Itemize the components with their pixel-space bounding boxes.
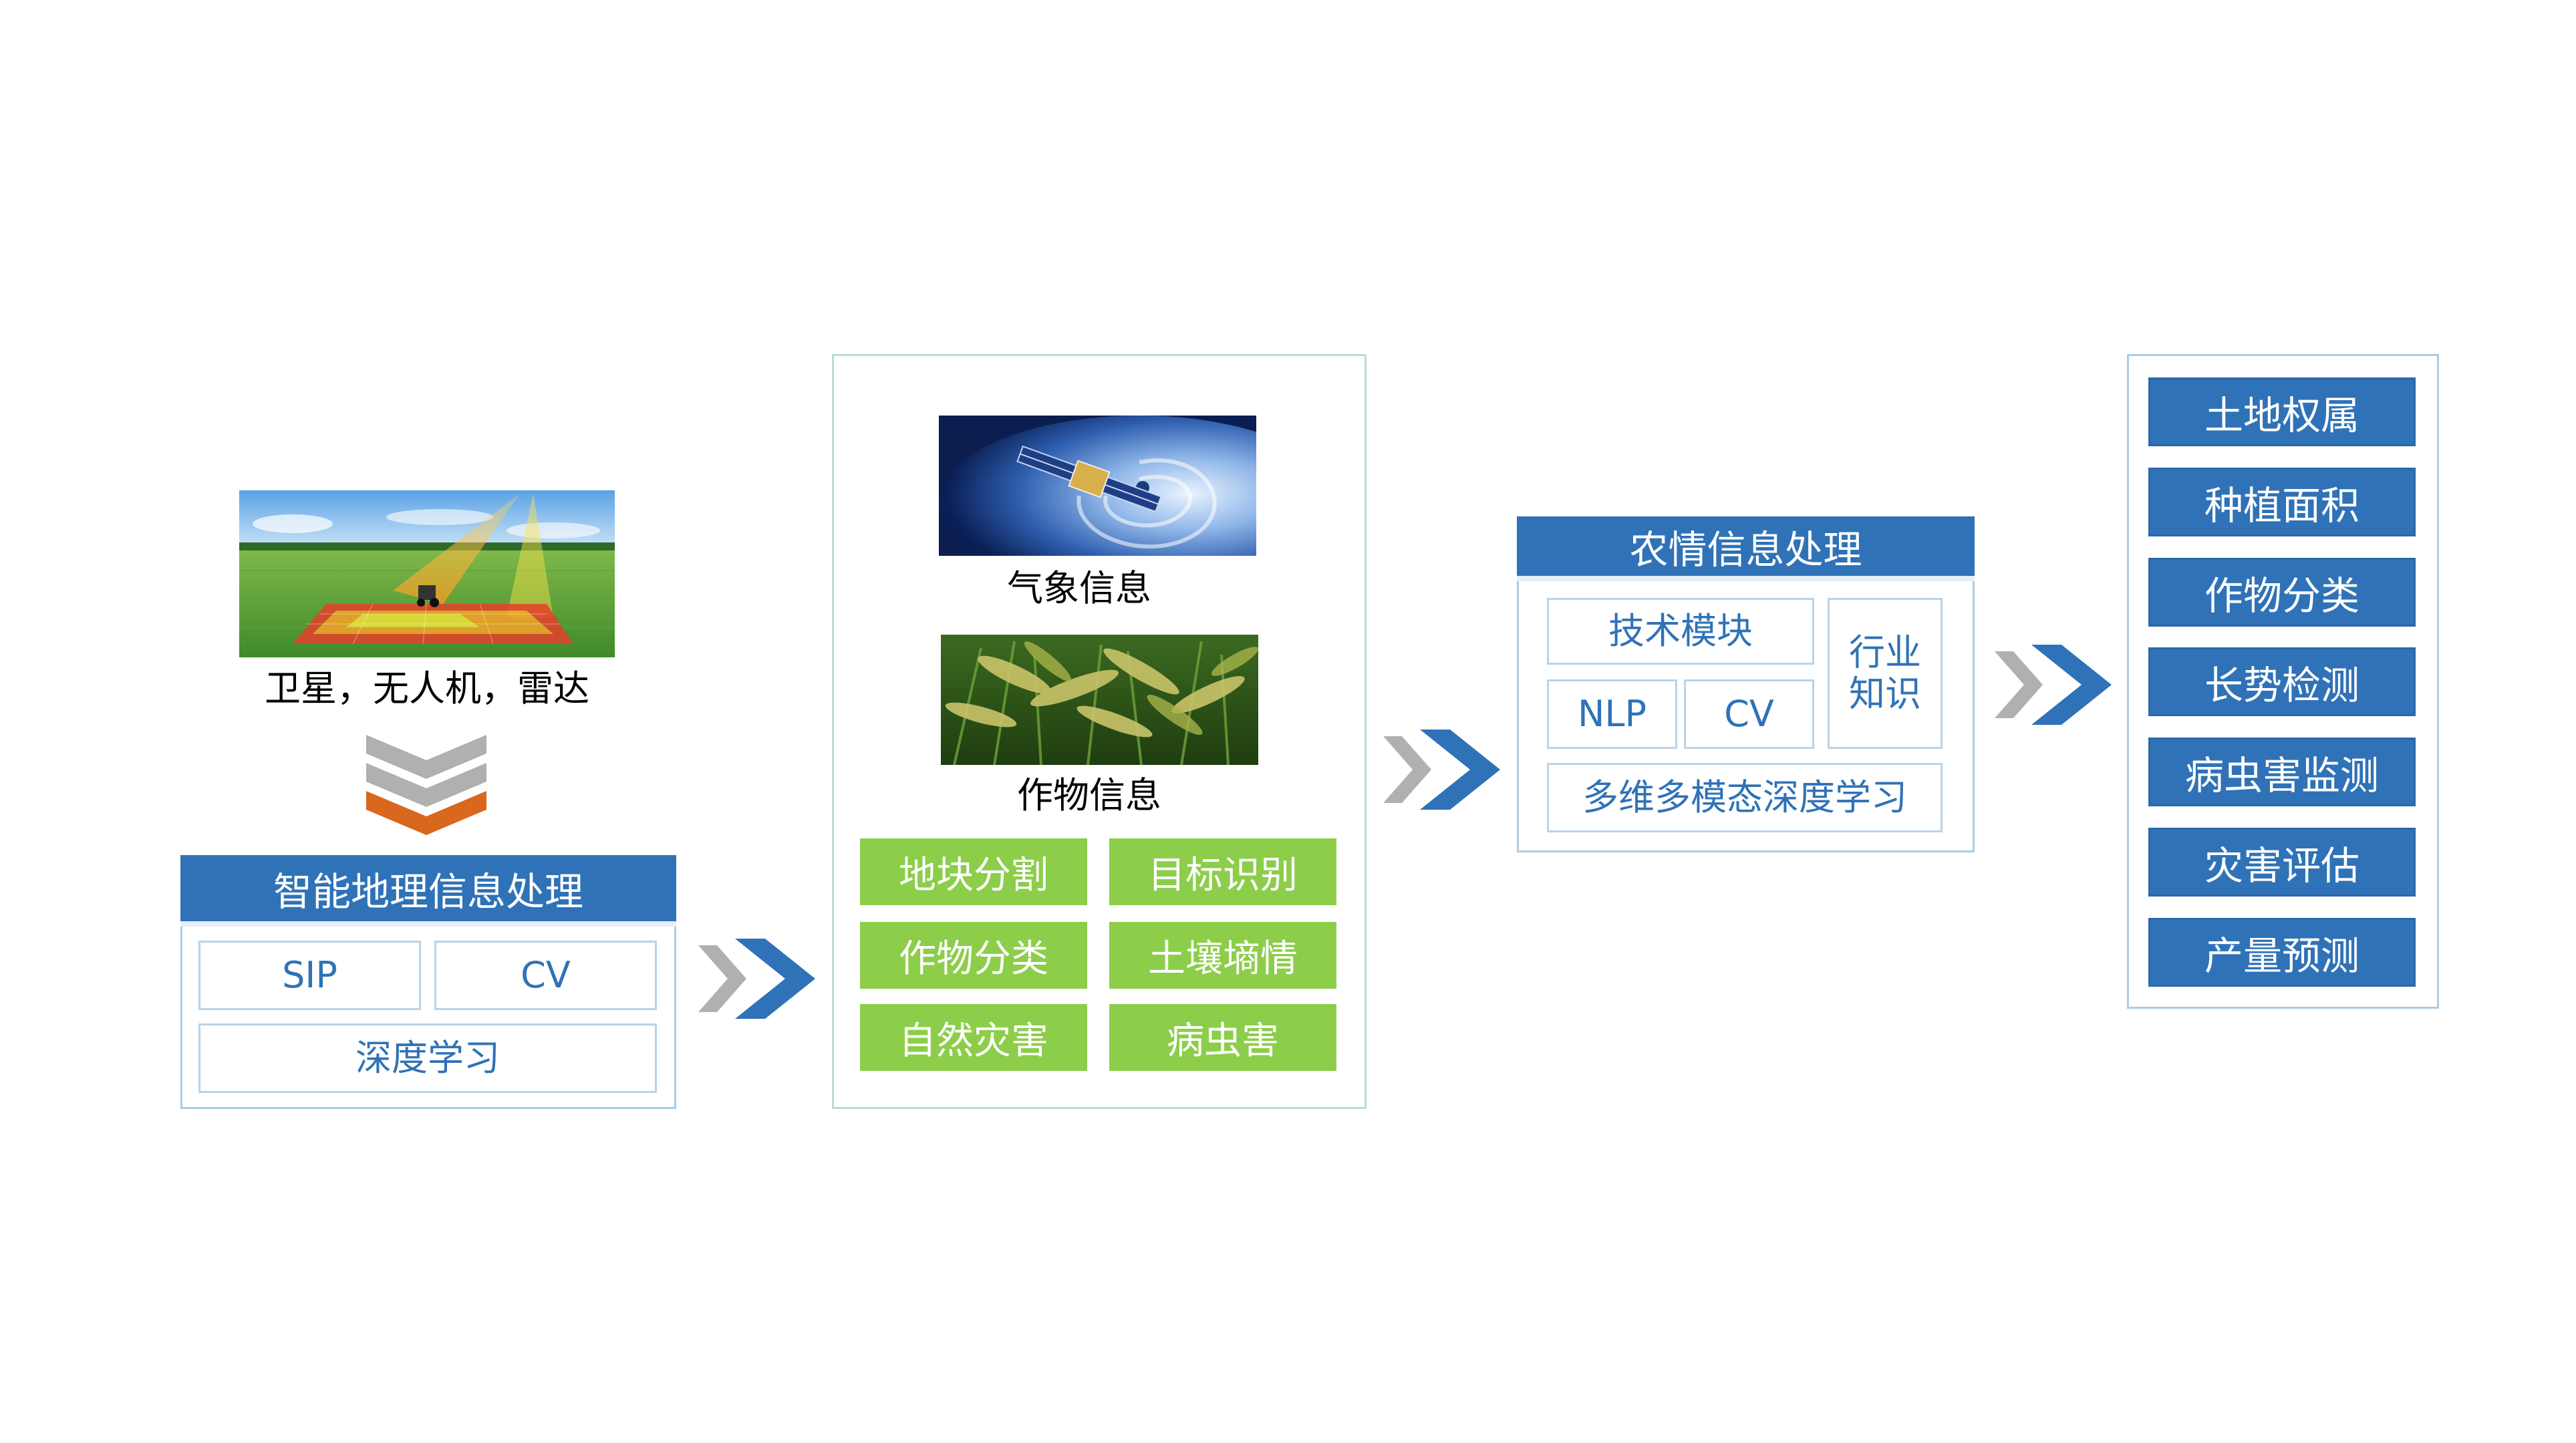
industry-knowledge-cell: 行业 知识 (1828, 598, 1943, 749)
app-crop-classification: 作物分类 (2148, 558, 2416, 627)
flow-arrow-icon (698, 939, 815, 1019)
nlp-cell: NLP (1547, 679, 1677, 749)
geo-processing-title: 智能地理信息处理 (180, 855, 676, 927)
tag-plot-segmentation: 地块分割 (860, 838, 1087, 905)
sip-cell: SIP (198, 941, 421, 1010)
tag-target-recognition: 目标识别 (1109, 838, 1336, 905)
tag-natural-disaster: 自然灾害 (860, 1004, 1087, 1071)
multimodal-deep-learning-cell: 多维多模态深度学习 (1547, 763, 1943, 832)
tag-pests: 病虫害 (1109, 1004, 1336, 1071)
flow-arrow-icon (1995, 645, 2112, 725)
crop-caption: 作物信息 (1017, 774, 1161, 816)
agri-processing-title: 农情信息处理 (1517, 516, 1975, 581)
flow-arrow-icon (1383, 730, 1500, 810)
app-disaster-assessment: 灾害评估 (2148, 828, 2416, 897)
industry-knowledge-line1: 行业 (1849, 631, 1921, 673)
cv-cell: CV (434, 941, 657, 1010)
app-pest-monitoring: 病虫害监测 (2148, 738, 2416, 806)
app-yield-prediction: 产量预测 (2148, 918, 2416, 987)
weather-satellite-image (939, 416, 1256, 556)
weather-caption: 气象信息 (1007, 567, 1151, 609)
tech-module-cell: 技术模块 (1547, 598, 1814, 665)
down-chevron-icon (366, 735, 486, 835)
industry-knowledge-line2: 知识 (1849, 673, 1921, 715)
tag-soil-moisture: 土壤墒情 (1109, 922, 1336, 989)
app-land-ownership: 土地权属 (2148, 377, 2416, 446)
field-sensing-image (239, 490, 615, 657)
app-planting-area: 种植面积 (2148, 468, 2416, 536)
app-growth-monitoring: 长势检测 (2148, 647, 2416, 716)
tag-crop-classification: 作物分类 (860, 922, 1087, 989)
crop-image (941, 635, 1258, 765)
sources-caption: 卫星，无人机，雷达 (265, 667, 589, 709)
cv-cell: CV (1684, 679, 1814, 749)
deep-learning-cell: 深度学习 (198, 1023, 657, 1093)
